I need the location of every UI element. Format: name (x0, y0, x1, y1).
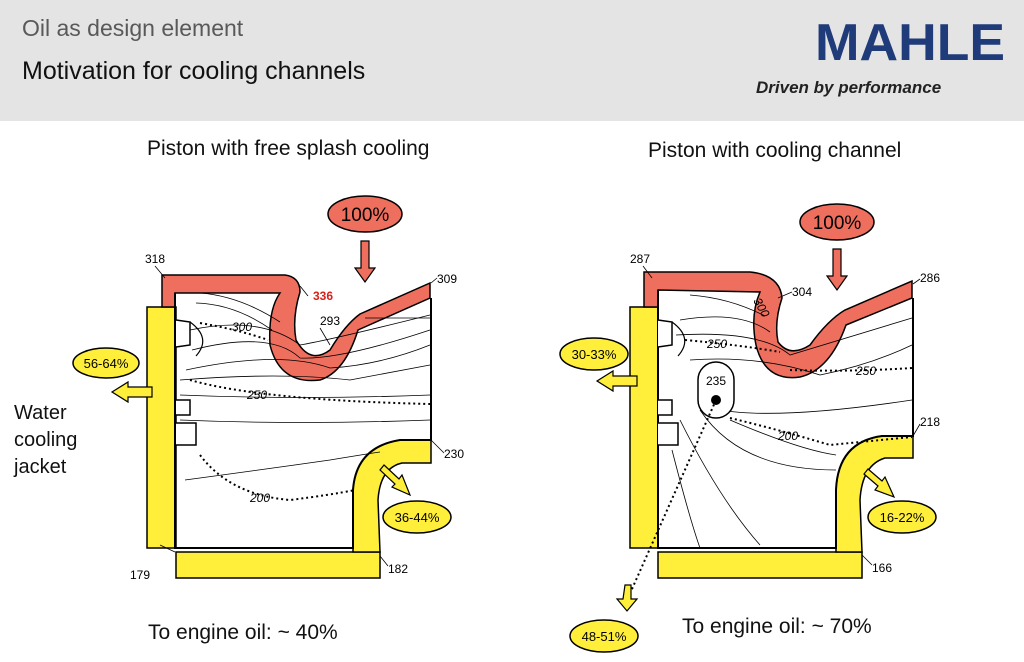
left-label-293: 293 (320, 314, 340, 328)
right-contour-200: 200 (777, 429, 798, 443)
right-panel-title: Piston with cooling channel (648, 139, 902, 162)
left-input-bubble (327, 195, 403, 233)
left-label-230: 230 (444, 447, 464, 461)
jacket-line-1: Water (14, 402, 67, 424)
left-side-flow-arrow (379, 464, 412, 497)
left-label-179: 179 (130, 568, 150, 582)
channel-flow-arrow (615, 584, 639, 612)
right-isotherms (671, 294, 913, 549)
left-piston (146, 274, 432, 579)
left-input-text: 100% (341, 205, 390, 226)
left-contour-200: 200 (249, 491, 270, 505)
left-contour-labels: 300 250 200 (232, 320, 270, 505)
right-label-218: 218 (920, 415, 940, 429)
left-side-flow-text: 36-44% (395, 510, 440, 525)
right-label-304: 304 (792, 285, 812, 299)
right-dotted-isotherms (684, 339, 913, 447)
left-label-336: 336 (313, 289, 333, 303)
logo-text: MAHLE (815, 18, 1005, 64)
left-jacket-flow-text: 56-64% (84, 356, 129, 371)
left-jacket-flow-bubble (72, 347, 140, 379)
right-jacket-flow-bubble (559, 337, 629, 371)
left-piston-outline (174, 293, 432, 549)
left-isotherms (179, 292, 431, 481)
right-side-flow-text: 16-22% (880, 510, 925, 525)
left-label-318: 318 (145, 252, 165, 266)
jacket-line-2: cooling (14, 429, 78, 451)
left-jacket-flow-arrow (110, 380, 153, 404)
right-bottom-strip (657, 551, 863, 579)
left-dotted-isotherms (189, 322, 431, 502)
slide-subtitle: Oil as design element (22, 15, 244, 41)
left-contour-300: 300 (232, 320, 252, 334)
channel-drain-line (627, 399, 717, 599)
left-ring-grooves (175, 319, 197, 446)
right-side-flow-bubble (867, 500, 937, 534)
right-input-text: 100% (813, 213, 862, 234)
right-jacket-strip (629, 306, 659, 549)
right-crown-hot (643, 271, 913, 379)
right-groove-arc (671, 321, 686, 357)
right-contour-250b: 250 (855, 364, 876, 378)
left-contour-250: 250 (246, 388, 267, 402)
mahle-logo: MAHLE (815, 18, 1005, 64)
channel-flow-text: 48-51% (582, 629, 627, 644)
left-groove-arc (189, 321, 204, 357)
left-side-flow-bubble (382, 500, 452, 534)
right-piston (627, 271, 914, 599)
channel-temp-label: 235 (706, 374, 726, 388)
left-crown-hot (161, 274, 431, 382)
right-contour-250a: 250 (706, 337, 727, 351)
left-label-309: 309 (437, 272, 457, 286)
right-label-287: 287 (630, 252, 650, 266)
right-jacket-flow-arrow (595, 369, 638, 393)
left-corner-labels: 318 336 293 309 230 182 179 (130, 252, 464, 582)
header-bar (0, 0, 1024, 121)
left-input-arrow (353, 240, 377, 284)
left-bottom-strip (175, 551, 381, 579)
left-engine-oil-text: To engine oil: ~ 40% (148, 621, 338, 644)
channel-flow-bubble (569, 619, 639, 653)
left-jacket-strip (146, 306, 177, 549)
left-panel-title: Piston with free splash cooling (147, 137, 430, 160)
cooling-channel (697, 361, 735, 419)
water-cooling-jacket-label: Water cooling jacket (14, 400, 77, 481)
right-label-286: 286 (920, 271, 940, 285)
right-side-flow-arrow (863, 468, 896, 499)
right-contour-labels: 250 250 200 (706, 337, 876, 443)
right-engine-oil-text: To engine oil: ~ 70% (682, 615, 872, 638)
right-label-166: 166 (872, 561, 892, 575)
tagline: Driven by performance (756, 78, 942, 97)
right-piston-outline (657, 290, 914, 549)
right-ring-grooves (657, 319, 679, 446)
right-input-arrow (825, 248, 849, 292)
jacket-line-3: jacket (14, 456, 67, 478)
left-label-182: 182 (388, 562, 408, 576)
right-input-bubble (799, 203, 875, 241)
slide-title: Motivation for cooling channels (22, 57, 366, 85)
right-jacket-flow-text: 30-33% (572, 347, 617, 362)
